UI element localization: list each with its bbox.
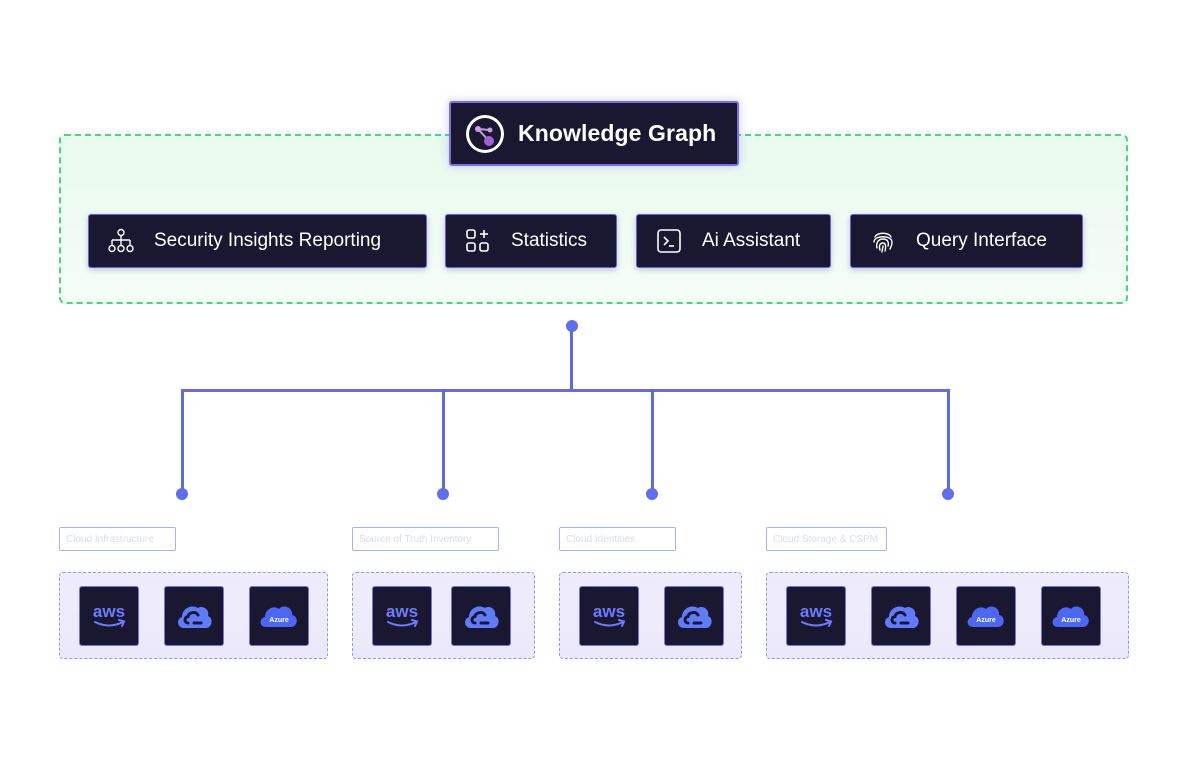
knowledge-graph-header: Knowledge Graph xyxy=(449,101,739,166)
knowledge-graph-title: Knowledge Graph xyxy=(518,120,717,146)
gcp-tile[interactable] xyxy=(164,585,224,646)
aws-tile[interactable]: aws xyxy=(579,585,639,646)
svg-text:aws: aws xyxy=(93,602,125,621)
google-cloud-icon xyxy=(885,605,919,628)
feature-label: Statistics xyxy=(511,230,588,251)
connector-dot-3 xyxy=(646,488,658,500)
google-cloud-icon xyxy=(178,605,212,628)
grid-plus-icon xyxy=(465,228,491,254)
cloud-group-3: aws xyxy=(559,572,742,659)
fingerprint-icon xyxy=(870,228,896,254)
knowledge-graph-logo-icon xyxy=(466,114,504,153)
feature-ai-assistant[interactable]: Ai Assistant xyxy=(636,214,831,268)
connector-dot-top xyxy=(566,320,578,332)
connector-dot-2 xyxy=(437,488,449,500)
group-label-4: Cloud Storage & CSPM xyxy=(766,527,887,551)
connector-drop-2 xyxy=(442,389,445,489)
cloud-group-4: aws Azure Azure xyxy=(766,572,1129,659)
azure-cloud-icon: Azure xyxy=(260,606,297,627)
azure-cloud-icon: Azure xyxy=(1052,606,1089,627)
feature-label: Security Insights Reporting xyxy=(154,230,382,251)
google-cloud-icon xyxy=(465,605,499,628)
azure-tile[interactable]: Azure xyxy=(1041,585,1101,646)
connector-branch xyxy=(182,389,950,392)
feature-query-interface[interactable]: Query Interface xyxy=(850,214,1083,268)
azure-cloud-icon: Azure xyxy=(967,606,1004,627)
connector-drop-3 xyxy=(651,389,654,489)
terminal-icon xyxy=(656,228,682,254)
connector-drop-4 xyxy=(947,389,950,489)
svg-text:aws: aws xyxy=(593,602,625,621)
hierarchy-icon xyxy=(108,228,134,254)
aws-tile[interactable]: aws xyxy=(786,585,846,646)
svg-text:Azure: Azure xyxy=(976,617,996,624)
group-label-3: Cloud Identities xyxy=(559,527,676,551)
connector-dot-4 xyxy=(942,488,954,500)
connector-dot-1 xyxy=(176,488,188,500)
connector-trunk xyxy=(570,330,573,391)
svg-text:aws: aws xyxy=(800,602,832,621)
feature-security-insights-reporting[interactable]: Security Insights Reporting xyxy=(88,214,427,268)
svg-text:aws: aws xyxy=(386,602,418,621)
feature-label: Query Interface xyxy=(916,230,1047,251)
azure-tile[interactable]: Azure xyxy=(956,585,1016,646)
gcp-tile[interactable] xyxy=(871,585,931,646)
group-label-2: Source of Truth Inventory xyxy=(352,527,499,551)
aws-logo-icon: aws xyxy=(800,602,833,627)
aws-logo-icon: aws xyxy=(593,602,626,627)
aws-logo-icon: aws xyxy=(93,602,126,627)
feature-label: Ai Assistant xyxy=(702,230,801,251)
group-label-1: Cloud Infrastructure xyxy=(59,527,176,551)
gcp-tile[interactable] xyxy=(451,585,511,646)
connector-drop-1 xyxy=(181,389,184,489)
aws-tile[interactable]: aws xyxy=(372,585,432,646)
google-cloud-icon xyxy=(678,605,712,628)
svg-text:Azure: Azure xyxy=(1061,617,1081,624)
svg-text:Azure: Azure xyxy=(269,617,289,624)
cloud-group-1: aws Azure xyxy=(59,572,328,659)
cloud-group-2: aws xyxy=(352,572,535,659)
aws-logo-icon: aws xyxy=(386,602,419,627)
gcp-tile[interactable] xyxy=(664,585,724,646)
feature-statistics[interactable]: Statistics xyxy=(445,214,617,268)
aws-tile[interactable]: aws xyxy=(79,585,139,646)
azure-tile[interactable]: Azure xyxy=(249,585,309,646)
